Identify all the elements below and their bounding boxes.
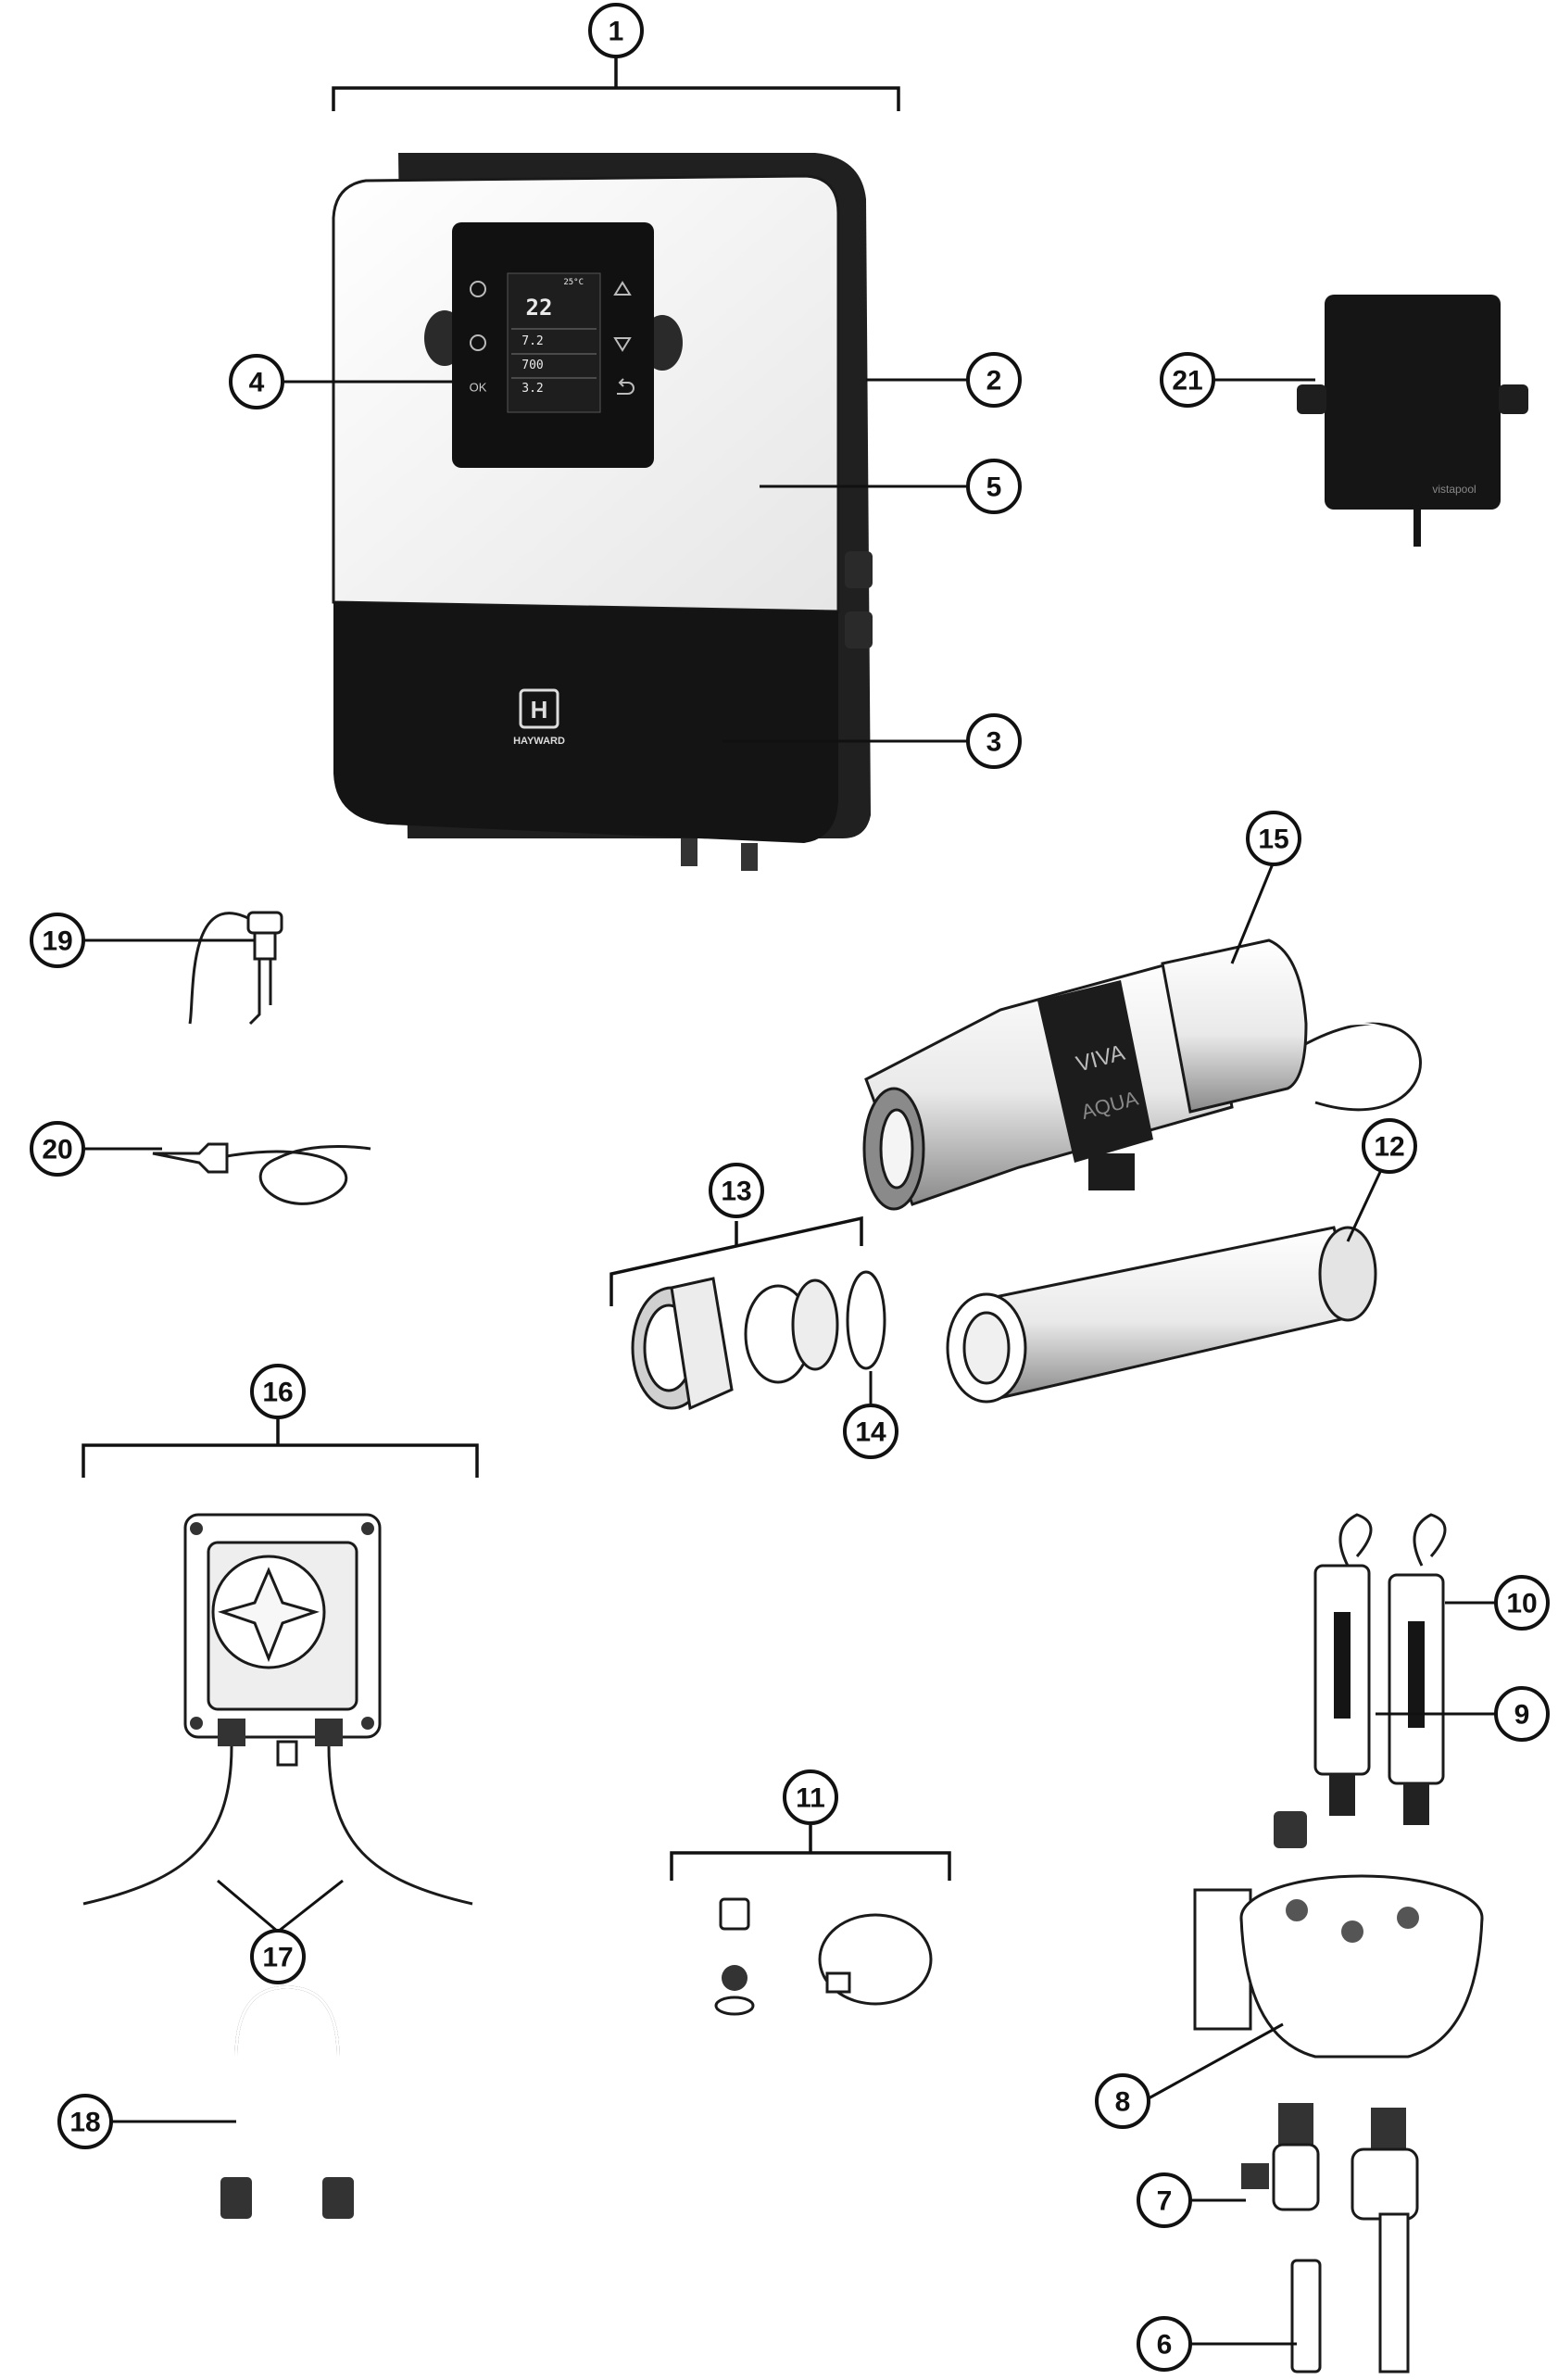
svg-text:6: 6: [1157, 2330, 1173, 2361]
svg-text:17: 17: [262, 1943, 293, 1973]
temperature-sensor: [152, 1142, 371, 1205]
peristaltic-pump: [82, 1513, 473, 1906]
down-arrow-icon[interactable]: [613, 337, 632, 352]
cable-gland-right: [741, 843, 758, 871]
callout-2: 2: [966, 352, 1022, 408]
svg-text:20: 20: [42, 1135, 72, 1165]
svg-text:3: 3: [986, 727, 1002, 758]
svg-text:16: 16: [262, 1378, 293, 1408]
svg-text:2: 2: [986, 366, 1002, 397]
lower-cover: [333, 602, 838, 843]
bypass-pipe: [946, 1226, 1377, 1404]
svg-text:9: 9: [1514, 1700, 1530, 1731]
ph-module: vistapool: [1297, 295, 1528, 547]
screen-value-ph: 7.2: [521, 334, 543, 348]
callout-12: 12: [1362, 1118, 1417, 1174]
lead-17: [217, 1879, 344, 1933]
up-arrow-icon[interactable]: [613, 281, 632, 296]
ph-module-brand: vistapool: [1432, 483, 1476, 496]
side-connector-upper: [845, 551, 873, 588]
callout-17: 17: [250, 1929, 306, 1984]
cable-gland-left: [681, 838, 697, 866]
callout-3: 3: [966, 713, 1022, 769]
bracket-16: [82, 1417, 479, 1478]
brand-name: HAYWARD: [513, 736, 565, 747]
svg-text:12: 12: [1374, 1132, 1404, 1163]
callout-8: 8: [1095, 2073, 1150, 2129]
svg-text:10: 10: [1506, 1589, 1537, 1619]
svg-text:5: 5: [986, 472, 1002, 503]
callout-13: 13: [709, 1163, 764, 1218]
controller-unit: 25°C 22 7.2 700 3.2 OK H HAYWARD: [332, 153, 873, 871]
callout-4: 4: [229, 354, 284, 409]
callout-11: 11: [783, 1769, 838, 1825]
lead-12: [1346, 1171, 1382, 1242]
callout-7: 7: [1137, 2172, 1192, 2228]
callout-1: 1: [588, 3, 644, 58]
screen-value-salt: 3.2: [521, 382, 543, 396]
callout-20: 20: [30, 1121, 85, 1177]
callout-10: 10: [1494, 1575, 1550, 1631]
bracket-1: [332, 57, 900, 111]
callout-21: 21: [1160, 352, 1215, 408]
svg-text:11: 11: [796, 1783, 825, 1814]
svg-text:4: 4: [249, 368, 265, 398]
callout-5: 5: [966, 459, 1022, 514]
lead-15: [1230, 861, 1275, 964]
side-connector-lower: [845, 611, 873, 649]
hardware-kit: [714, 1897, 933, 2016]
electrolysis-cell: VIVA AQUA: [862, 938, 1422, 1211]
lead-8: [1148, 2022, 1284, 2100]
flow-switch: [188, 911, 283, 1026]
screen-temp: 25°C: [563, 278, 584, 287]
svg-text:8: 8: [1115, 2087, 1131, 2118]
probe-assembly: [1193, 1513, 1484, 2374]
callout-14: 14: [843, 1404, 898, 1459]
u-tube: [220, 1985, 354, 2219]
svg-text:14: 14: [855, 1417, 886, 1448]
union-set: [631, 1270, 886, 1411]
bracket-11: [670, 1825, 951, 1881]
svg-text:15: 15: [1258, 825, 1288, 855]
callout-15: 15: [1246, 811, 1301, 866]
lcd-screen: [507, 272, 601, 413]
svg-text:18: 18: [69, 2108, 100, 2138]
back-arrow-icon[interactable]: [617, 378, 635, 395]
ok-button[interactable]: OK: [470, 381, 487, 395]
screen-value-orp: 700: [521, 359, 543, 372]
svg-text:21: 21: [1172, 366, 1202, 397]
callout-6: 6: [1137, 2316, 1192, 2372]
svg-text:19: 19: [42, 926, 72, 957]
menu-button[interactable]: [470, 281, 486, 297]
svg-text:13: 13: [721, 1177, 751, 1207]
callout-16: 16: [250, 1364, 306, 1419]
brand-logo-letter: H: [531, 696, 548, 724]
brand-logo-badge: [519, 688, 559, 729]
screen-value-main: 22: [526, 295, 553, 321]
bracket-13: [609, 1215, 863, 1306]
callout-9: 9: [1494, 1686, 1550, 1742]
power-button[interactable]: [470, 334, 486, 351]
svg-text:1: 1: [609, 17, 624, 47]
svg-text:7: 7: [1157, 2186, 1173, 2217]
callout-18: 18: [57, 2094, 113, 2149]
callout-19: 19: [30, 913, 85, 968]
